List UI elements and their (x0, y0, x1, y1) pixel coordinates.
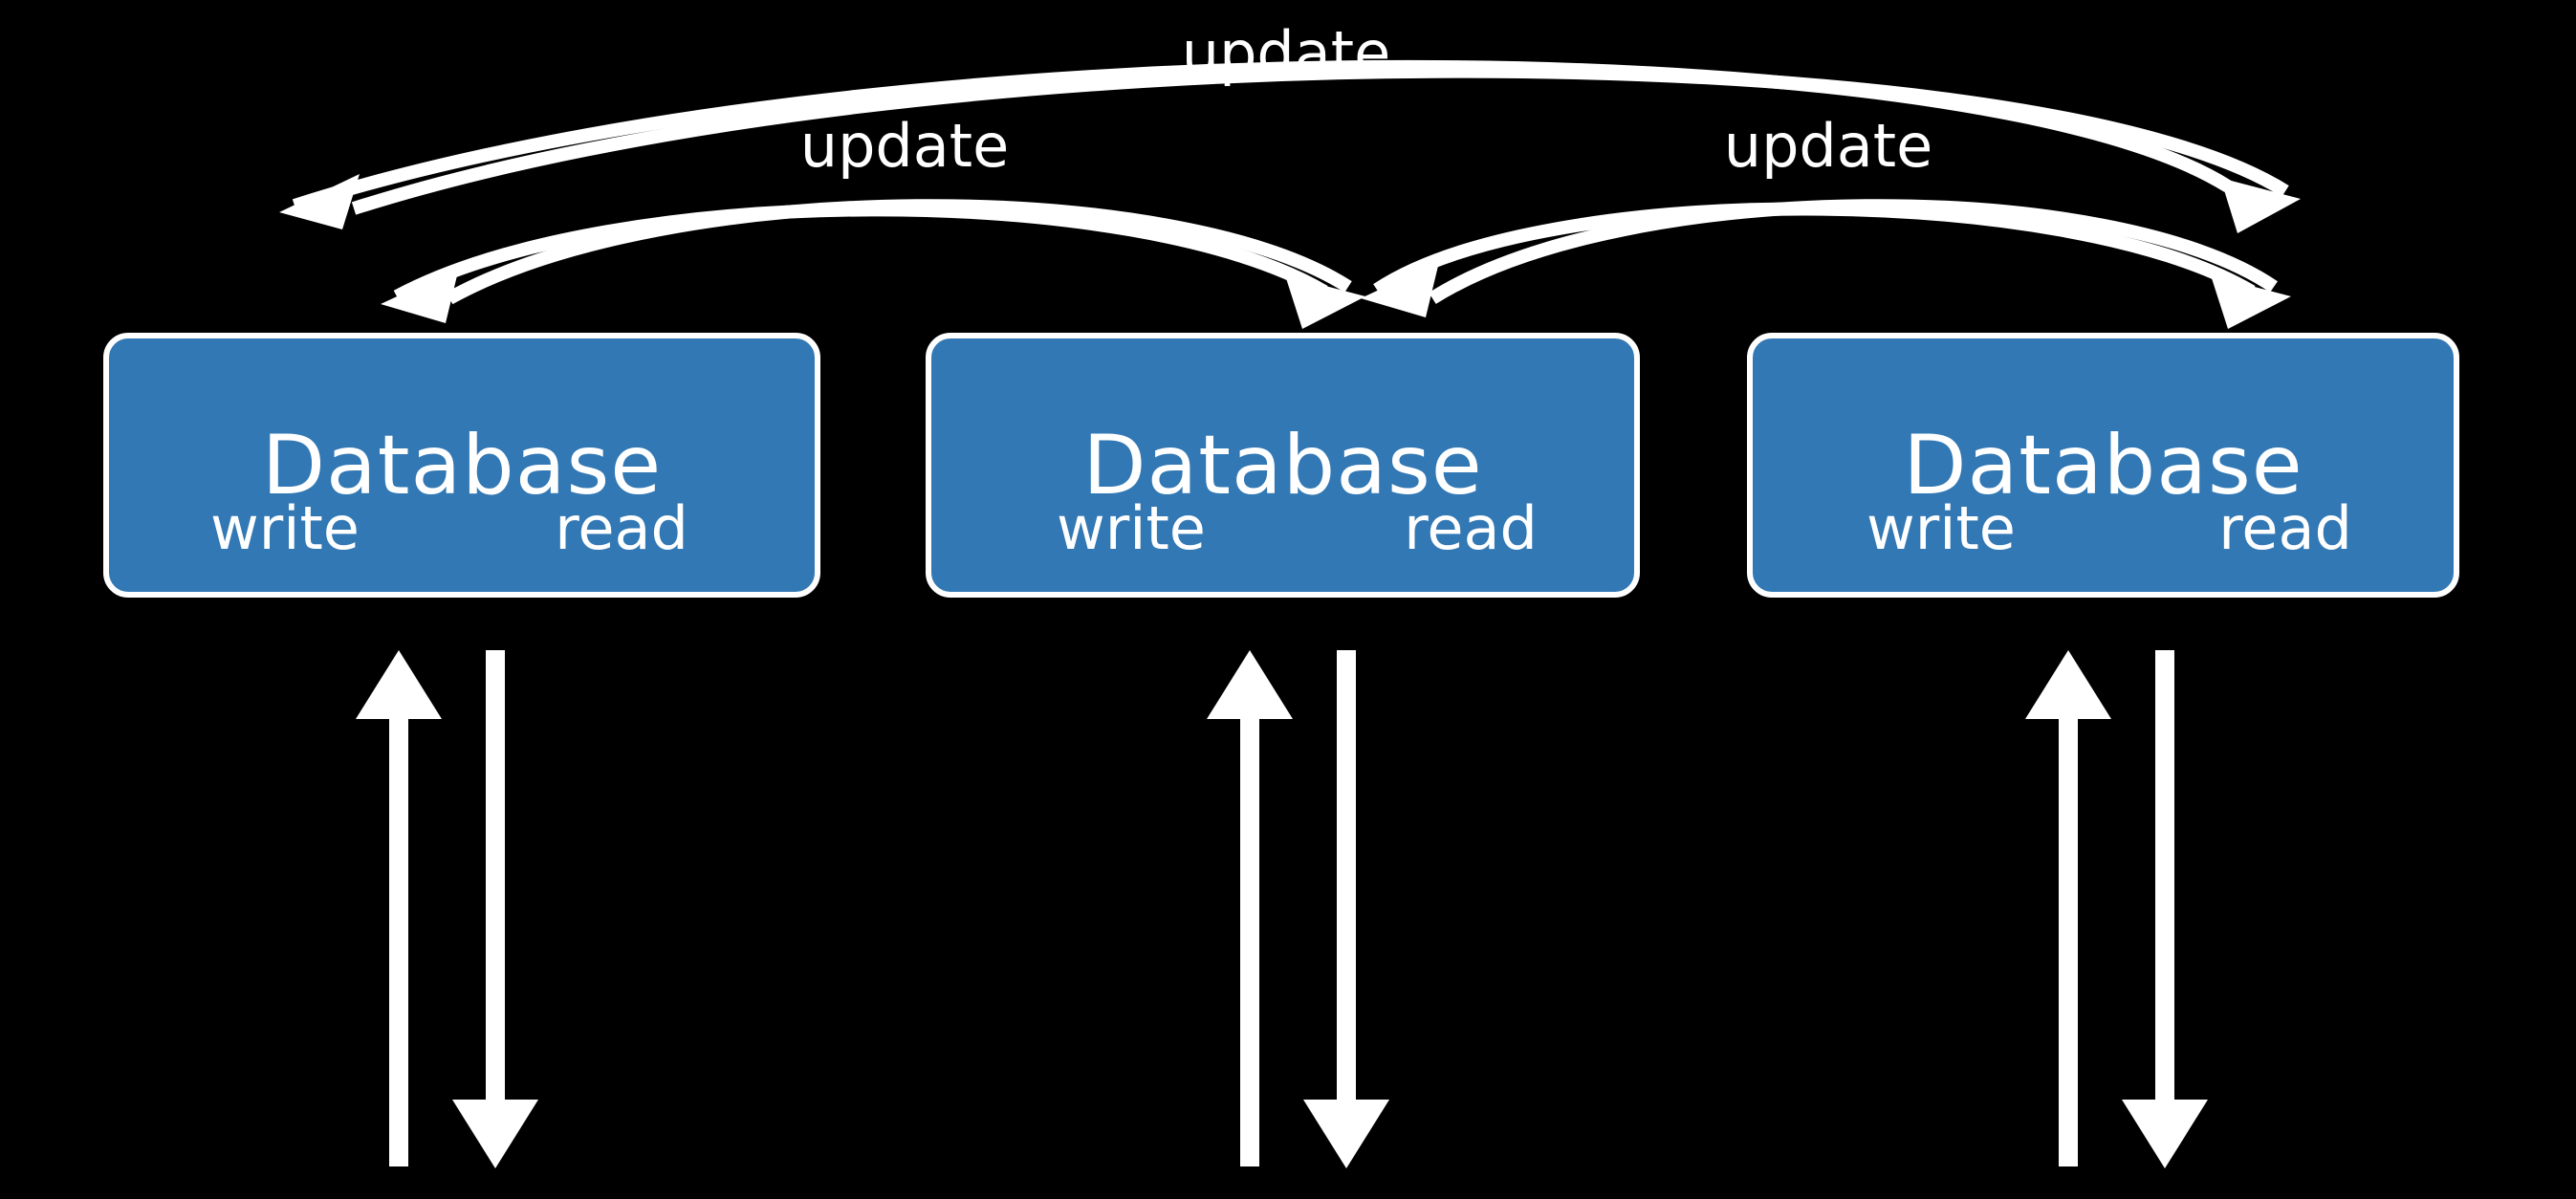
io-arrow-db3-read (2122, 650, 2208, 1168)
replication-arrow-db1-db3 (279, 59, 2301, 233)
replication-label-db2-db3: update (1723, 111, 1933, 181)
replication-arrow-db2-db3 (1361, 199, 2291, 329)
io-label-db2-write: write (1057, 493, 1206, 563)
database-node-1[interactable]: Database (103, 333, 820, 598)
database-node-2-label: Database (1082, 417, 1483, 513)
database-node-2[interactable]: Database (926, 333, 1640, 598)
io-arrow-db2-read (1303, 650, 1389, 1168)
io-label-db3-write: write (1867, 493, 2016, 563)
io-arrow-db1-write (356, 650, 442, 1166)
database-node-1-label: Database (261, 417, 663, 513)
io-label-db2-read: read (1404, 493, 1538, 563)
database-node-3-label: Database (1903, 417, 2303, 513)
replication-arrow-db1-db2 (381, 199, 1365, 329)
io-arrow-db2-write (1207, 650, 1293, 1166)
replication-label-db1-db3: update (1181, 18, 1391, 88)
io-label-db3-read: read (2218, 493, 2352, 563)
io-arrow-db3-write (2025, 650, 2111, 1166)
io-label-db1-write: write (210, 493, 360, 563)
database-node-3[interactable]: Database (1747, 333, 2459, 598)
replication-label-db1-db2: update (799, 111, 1010, 181)
io-arrow-db1-read (452, 650, 538, 1168)
io-label-db1-read: read (555, 493, 688, 563)
